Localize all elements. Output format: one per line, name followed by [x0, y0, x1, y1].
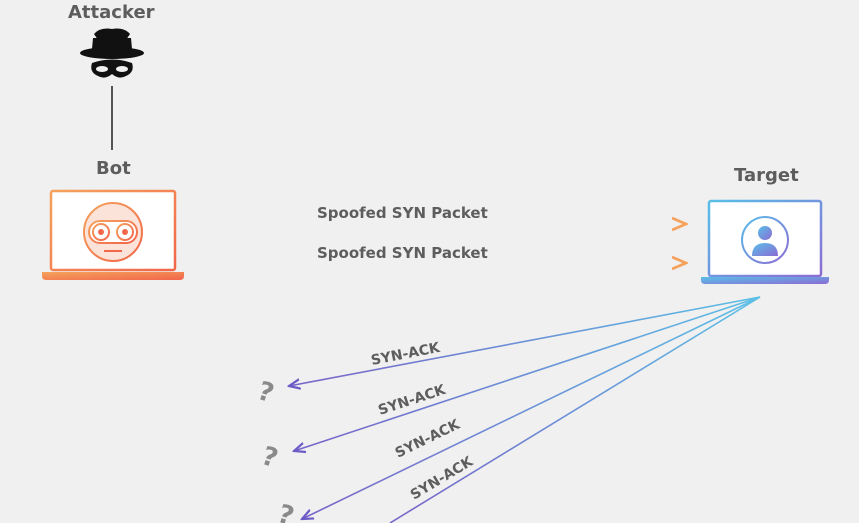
syn-ack-arrow — [294, 296, 761, 451]
unknown-reply-mark: ? — [254, 376, 278, 409]
attacker-label: Attacker — [68, 2, 155, 23]
syn-ack-arrow — [289, 296, 761, 386]
syn-packet-label: Spoofed SYN Packet — [317, 204, 488, 222]
unknown-reply-mark: ? — [258, 441, 282, 474]
syn-packet-label: Spoofed SYN Packet — [317, 244, 488, 262]
syn-ack-arrow — [302, 296, 761, 519]
syn-ack-arrow — [389, 296, 761, 523]
unknown-reply-mark: ? — [274, 499, 298, 523]
spy-hat-mask-icon — [80, 28, 144, 150]
bot-label: Bot — [96, 158, 131, 179]
syn-ack-label: SYN-ACK — [408, 453, 477, 503]
user-avatar-icon — [741, 216, 789, 264]
syn-ack-label: SYN-ACK — [393, 416, 464, 461]
bot-laptop — [42, 189, 184, 280]
target-label: Target — [734, 165, 799, 186]
robot-face-icon — [83, 202, 143, 262]
syn-ack-label: SYN-ACK — [376, 382, 448, 419]
target-laptop — [701, 199, 829, 284]
